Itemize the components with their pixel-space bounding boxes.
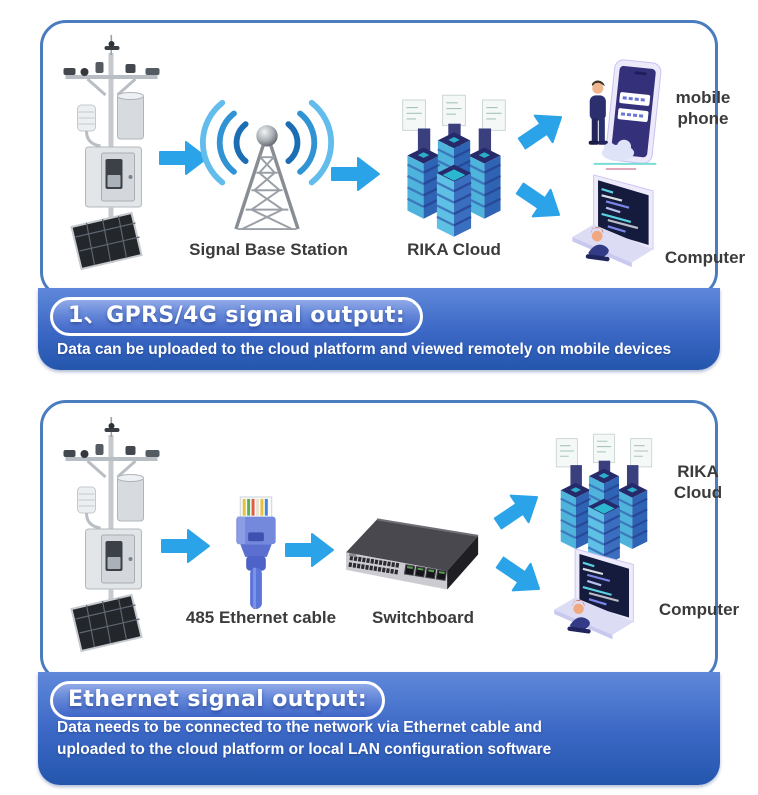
rika-cloud-label: RIKA Cloud	[673, 462, 723, 503]
computer-icon	[553, 547, 635, 641]
mobile-phone-label: mobile phone	[675, 88, 731, 129]
ethernet-description-line1: Data needs to be connected to the networ…	[57, 719, 542, 736]
arrow-right-icon	[285, 533, 334, 567]
signal-base-station-label: Signal Base Station	[189, 240, 348, 259]
ethernet-banner: Ethernet signal output: Data needs to be…	[38, 672, 720, 785]
rika-cloud-icon	[401, 94, 507, 238]
computer-label: Computer	[658, 600, 740, 619]
switchboard-label: Switchboard	[371, 608, 474, 627]
computer-label: Computer	[664, 248, 746, 267]
network-switch-icon	[345, 518, 480, 591]
ethernet-description-line2: uploaded to the cloud platform or local …	[57, 740, 552, 758]
ethernet-cable-icon	[234, 495, 278, 611]
signal-tower-icon	[199, 91, 335, 237]
rika-cloud-label: RIKA Cloud	[407, 240, 501, 259]
arrow-down-right-icon	[510, 174, 570, 230]
ethernet-output-heading: Ethernet signal output:	[50, 681, 386, 720]
ethernet-banner-description: Data needs to be connected to the networ…	[57, 717, 551, 760]
ethernet-diagram-panel: 485 Ethernet cable Switchboard RIKA Clou…	[40, 400, 739, 682]
gprs-output-heading: 1、GPRS/4G signal output:	[50, 297, 424, 336]
weather-station-icon	[62, 35, 161, 270]
arrow-right-icon	[161, 529, 210, 563]
arrow-down-right-icon	[490, 548, 550, 604]
arrow-right-icon	[331, 157, 380, 191]
arrow-up-right-icon	[488, 482, 548, 538]
gprs-diagram-panel: Signal Base Station RIKA Cloud mobile ph…	[40, 20, 745, 298]
gprs-banner-description: Data can be uploaded to the cloud platfo…	[57, 341, 672, 358]
gprs-banner: 1、GPRS/4G signal output: Data can be upl…	[38, 288, 720, 370]
arrow-up-right-icon	[512, 102, 572, 158]
ethernet-cable-label: 485 Ethernet cable	[185, 608, 337, 627]
